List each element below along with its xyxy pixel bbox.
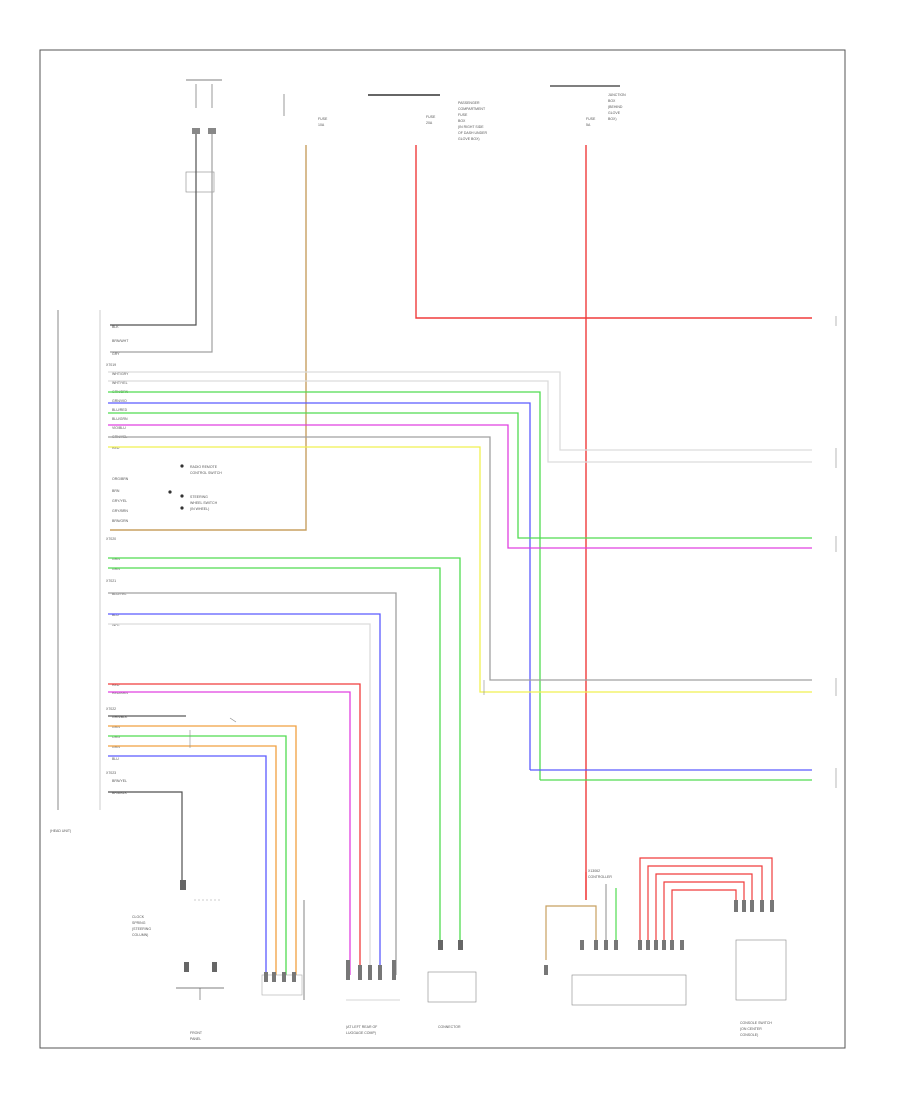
svg-text:PASSENGER: PASSENGER xyxy=(458,101,480,105)
rear-speaker-lh: (AT LEFT REAR OF LUGGAGE COMP) xyxy=(346,960,400,1035)
svg-text:BLU/YEL: BLU/YEL xyxy=(112,592,126,596)
controller-red-bundle xyxy=(638,857,773,950)
svg-text:X7019: X7019 xyxy=(106,363,116,367)
svg-text:X7020: X7020 xyxy=(106,537,116,541)
center-console: CONSOLE SWITCH (ON CENTER CONSOLE) xyxy=(734,900,787,1037)
svg-text:GRN: GRN xyxy=(112,557,120,561)
svg-text:(HEAD UNIT): (HEAD UNIT) xyxy=(50,829,71,833)
svg-text:GRY: GRY xyxy=(112,352,120,356)
svg-text:GRY/BRN: GRY/BRN xyxy=(112,509,128,513)
svg-text:CONTROLLER: CONTROLLER xyxy=(588,875,612,879)
svg-text:WHT/YEL: WHT/YEL xyxy=(112,381,128,385)
fuse-block-top-left xyxy=(185,79,222,193)
svg-text:FUSE: FUSE xyxy=(426,115,436,119)
svg-text:BLU: BLU xyxy=(112,757,119,761)
svg-text:(ON CENTER: (ON CENTER xyxy=(740,1027,762,1031)
svg-text:ORG: ORG xyxy=(112,735,120,739)
antenna-connector: CONNECTOR xyxy=(427,940,477,1029)
svg-text:WHT/GRY: WHT/GRY xyxy=(112,372,129,376)
svg-text:CONSOLE SWITCH: CONSOLE SWITCH xyxy=(740,1021,772,1025)
svg-text:CONSOLE): CONSOLE) xyxy=(740,1033,758,1037)
svg-text:CLOCK: CLOCK xyxy=(132,915,145,919)
svg-text:BLU: BLU xyxy=(112,613,119,617)
svg-text:(BEHIND: (BEHIND xyxy=(608,105,623,109)
svg-text:(IN WHEEL): (IN WHEEL) xyxy=(190,507,209,511)
svg-text:X13062: X13062 xyxy=(588,869,600,873)
svg-text:X7022: X7022 xyxy=(106,707,116,711)
svg-text:BLK: BLK xyxy=(112,325,119,329)
svg-text:LUGGAGE COMP): LUGGAGE COMP) xyxy=(346,1031,376,1035)
svg-text:ORG/BRN: ORG/BRN xyxy=(112,477,129,481)
svg-text:VIO/BLU: VIO/BLU xyxy=(112,426,126,430)
hot-at-all-times: PASSENGER COMPARTMENT FUSE BOX (IN RIGHT… xyxy=(368,94,487,141)
svg-text:(STEERING: (STEERING xyxy=(132,927,151,931)
svg-text:OF DASH UNDER: OF DASH UNDER xyxy=(458,131,487,135)
svg-text:GRN: GRN xyxy=(112,567,120,571)
hot-in-run-right: JUNCTION BOX (BEHIND GLOVE BOX) FUSE 5A xyxy=(550,85,626,127)
svg-text:CONTROL SWITCH: CONTROL SWITCH xyxy=(190,471,222,475)
svg-text:WHT: WHT xyxy=(112,623,121,627)
svg-text:JUNCTION: JUNCTION xyxy=(608,93,626,97)
svg-text:CONNECTOR: CONNECTOR xyxy=(438,1025,461,1029)
svg-text:SPRING: SPRING xyxy=(132,921,146,925)
controller: X13062 CONTROLLER xyxy=(544,869,687,1006)
svg-text:BRN/WHT: BRN/WHT xyxy=(112,339,129,343)
svg-text:BRN/GRN: BRN/GRN xyxy=(112,519,129,523)
svg-text:FUSE: FUSE xyxy=(318,117,328,121)
svg-text:GRN/VIO: GRN/VIO xyxy=(112,399,127,403)
svg-text:FUSE: FUSE xyxy=(586,117,596,121)
svg-text:COMPARTMENT: COMPARTMENT xyxy=(458,107,486,111)
svg-text:(IN RIGHT SIDE: (IN RIGHT SIDE xyxy=(458,125,484,129)
svg-text:FUSE: FUSE xyxy=(458,113,468,117)
svg-text:RED/BRN: RED/BRN xyxy=(112,691,128,695)
svg-text:10A: 10A xyxy=(318,123,325,127)
svg-text:BRN/YEL: BRN/YEL xyxy=(112,779,127,783)
svg-text:GRN/BLK: GRN/BLK xyxy=(112,715,128,719)
svg-text:X7023: X7023 xyxy=(106,771,116,775)
svg-text:GRN: GRN xyxy=(112,725,120,729)
svg-text:FRONT: FRONT xyxy=(190,1031,203,1035)
head-unit: (HEAD UNIT) xyxy=(50,310,101,833)
ground-block: FRONT PANEL xyxy=(176,962,224,1041)
svg-text:20A: 20A xyxy=(426,121,433,125)
svg-text:RADIO REMOTE: RADIO REMOTE xyxy=(190,465,218,469)
hot-in-run-left: FUSE 10A xyxy=(283,94,328,127)
svg-text:BOX): BOX) xyxy=(608,117,617,121)
diagram-border xyxy=(39,49,846,1049)
svg-text:GRN: GRN xyxy=(112,745,120,749)
svg-text:5A: 5A xyxy=(586,123,591,127)
svg-text:STEERING: STEERING xyxy=(190,495,208,499)
svg-text:BRN/BLK: BRN/BLK xyxy=(112,791,128,795)
svg-text:RED: RED xyxy=(112,683,120,687)
svg-text:GLOVE BOX): GLOVE BOX) xyxy=(458,137,480,141)
svg-text:(AT LEFT REAR OF: (AT LEFT REAR OF xyxy=(346,1025,377,1029)
steering-wheel-switch: CLOCK SPRING (STEERING COLUMN) xyxy=(132,880,222,937)
svg-text:X7021: X7021 xyxy=(106,579,116,583)
svg-text:RED: RED xyxy=(112,446,120,450)
svg-text:PANEL: PANEL xyxy=(190,1037,201,1041)
svg-text:BRN: BRN xyxy=(112,489,120,493)
svg-text:BLU/GRN: BLU/GRN xyxy=(112,417,128,421)
svg-text:BOX: BOX xyxy=(458,119,466,123)
module-pin-labels: BLK BRN/WHT GRY X7019 WHT/GRY WHT/YEL GR… xyxy=(106,325,129,795)
svg-text:COLUMN): COLUMN) xyxy=(132,933,148,937)
amplifier xyxy=(261,900,305,1000)
svg-text:BOX: BOX xyxy=(608,99,616,103)
svg-text:WHEEL SWITCH: WHEEL SWITCH xyxy=(190,501,218,505)
svg-text:GLOVE: GLOVE xyxy=(608,111,621,115)
svg-text:BLU/RED: BLU/RED xyxy=(112,408,128,412)
svg-text:GRY/YEL: GRY/YEL xyxy=(112,499,127,503)
switch-notes: RADIO REMOTE CONTROL SWITCH STEERING WHE… xyxy=(168,464,222,511)
